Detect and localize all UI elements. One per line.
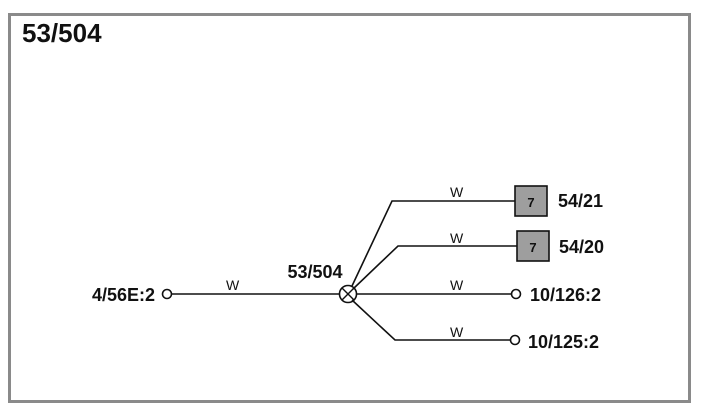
splice-node[interactable]: 53/504 bbox=[287, 262, 358, 304]
component-box-icon bbox=[516, 230, 550, 262]
pin-label: 10/126:2 bbox=[530, 285, 601, 305]
component-symbol: 7 bbox=[529, 240, 536, 255]
component-box-icon bbox=[514, 185, 548, 217]
diagram-frame bbox=[8, 13, 691, 403]
connector-pin-icon bbox=[510, 288, 522, 300]
source-label: 4/56E:2 bbox=[92, 285, 155, 305]
component-label: 54/21 bbox=[558, 191, 603, 211]
connector-pin-icon bbox=[161, 288, 173, 300]
diagram-title: 53/504 bbox=[22, 18, 102, 48]
wire-color-label: W bbox=[226, 277, 240, 293]
source-connector[interactable]: 4/56E:2 bbox=[92, 285, 173, 305]
wire-color-label: W bbox=[450, 324, 464, 340]
pin-10-126-2[interactable]: 10/126:2 bbox=[510, 285, 602, 305]
pin-label: 10/125:2 bbox=[528, 332, 599, 352]
wire-color-label: W bbox=[450, 230, 464, 246]
component-54-21[interactable]: 7 54/21 bbox=[514, 185, 603, 217]
wire-branch-2 bbox=[352, 245, 517, 290]
wire-branch-1 bbox=[351, 200, 515, 287]
splice-x-circle-icon bbox=[338, 284, 358, 304]
component-symbol: 7 bbox=[527, 195, 534, 210]
wire-branch-4 bbox=[351, 299, 510, 341]
component-54-20[interactable]: 7 54/20 bbox=[516, 230, 604, 262]
wire-color-label: W bbox=[450, 184, 464, 200]
wire-color-label: W bbox=[450, 277, 464, 293]
pin-10-125-2[interactable]: 10/125:2 bbox=[509, 332, 600, 352]
component-label: 54/20 bbox=[559, 237, 604, 257]
connector-pin-icon bbox=[509, 334, 521, 346]
splice-label: 53/504 bbox=[287, 262, 342, 282]
